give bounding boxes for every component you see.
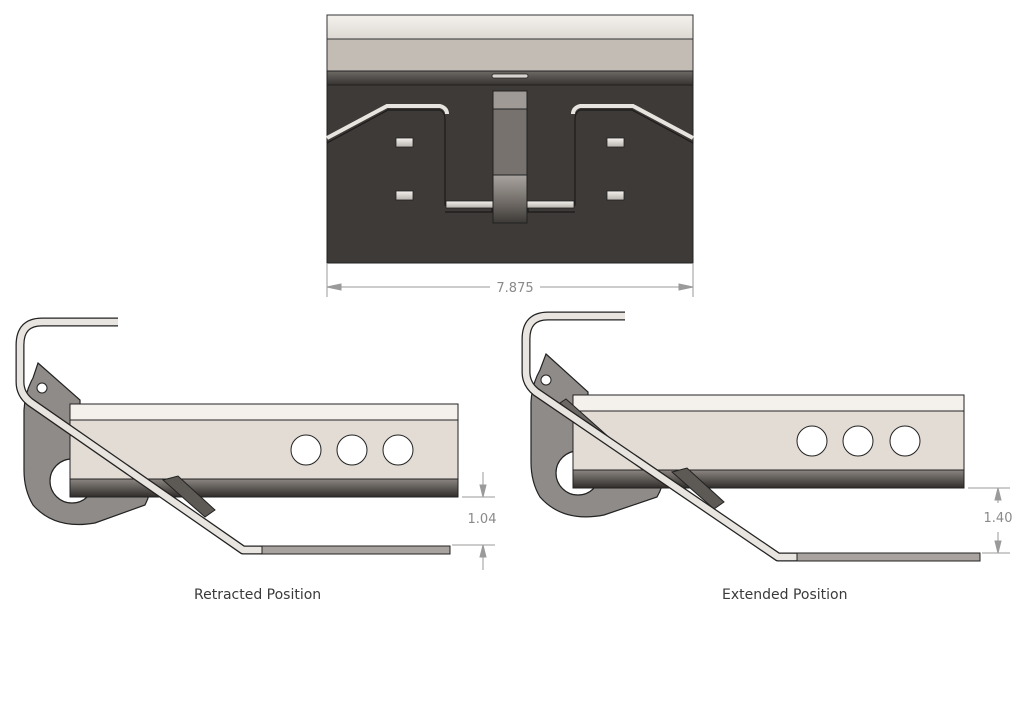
- step-foot: [261, 545, 451, 555]
- step-foot: [796, 552, 981, 562]
- step-arm: [16, 318, 450, 554]
- pin-slot: [491, 73, 529, 79]
- width-dimension-label: 7.875: [496, 281, 533, 296]
- extended-height-label: 1.40: [984, 511, 1013, 526]
- tube-top: [69, 403, 459, 421]
- width-dimension: [326, 264, 694, 297]
- pivot-hole: [36, 382, 48, 394]
- extended-height-dimension: [968, 487, 1010, 554]
- left-bracket-highlight: [326, 104, 449, 140]
- retracted-height-dimension: [452, 472, 495, 570]
- tube-top: [572, 394, 965, 412]
- tube-top-face: [326, 14, 694, 40]
- hook-body: [492, 108, 528, 176]
- hook-base: [492, 174, 528, 224]
- tube-hole: [889, 425, 921, 457]
- mount-slot: [606, 190, 625, 201]
- tube-hole: [290, 434, 322, 466]
- tube-bottom: [69, 478, 459, 498]
- pivot-hole: [540, 374, 552, 386]
- retracted-height-label: 1.04: [468, 512, 497, 527]
- tube-bottom: [572, 469, 965, 489]
- clamp-block: [670, 467, 725, 510]
- retracted-side-view: 1.04: [15, 317, 497, 570]
- top-view: 7.875: [326, 14, 694, 297]
- mount-slot: [606, 137, 625, 148]
- extended-side-view: 1.40: [521, 311, 1013, 562]
- tube-hole: [336, 434, 368, 466]
- retracted-caption: Retracted Position: [194, 587, 322, 603]
- clamp-block: [161, 475, 216, 518]
- extended-caption: Extended Position: [722, 587, 848, 603]
- mount-slot: [395, 190, 414, 201]
- tube-hole: [842, 425, 874, 457]
- right-bracket-highlight: [571, 104, 694, 140]
- tube-hole: [796, 425, 828, 457]
- tube-hole: [382, 434, 414, 466]
- tube-front-face: [326, 38, 694, 72]
- mount-slot: [395, 137, 414, 148]
- hook-top: [492, 90, 528, 110]
- step-arm: [522, 312, 980, 561]
